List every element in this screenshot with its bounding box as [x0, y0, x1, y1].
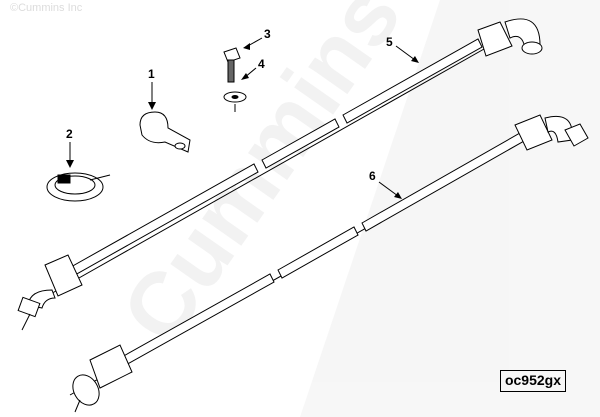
callout-6: 6 — [369, 169, 376, 183]
hose-assembly-5 — [17, 18, 543, 331]
copyright-text: ©Cummins Inc — [10, 2, 83, 14]
callout-4: 4 — [258, 57, 265, 71]
callout-labels: 1 2 3 4 5 6 — [66, 27, 419, 199]
callout-5: 5 — [386, 35, 393, 49]
cable-tie — [46, 172, 111, 202]
callout-2: 2 — [66, 127, 73, 141]
figure-id-label: oc952gx — [500, 370, 566, 392]
capscrew — [223, 47, 241, 83]
washer — [223, 91, 247, 112]
hose-assembly-6 — [69, 114, 589, 413]
callout-1: 1 — [148, 67, 155, 81]
callout-3: 3 — [264, 27, 271, 41]
clamp — [139, 111, 191, 153]
